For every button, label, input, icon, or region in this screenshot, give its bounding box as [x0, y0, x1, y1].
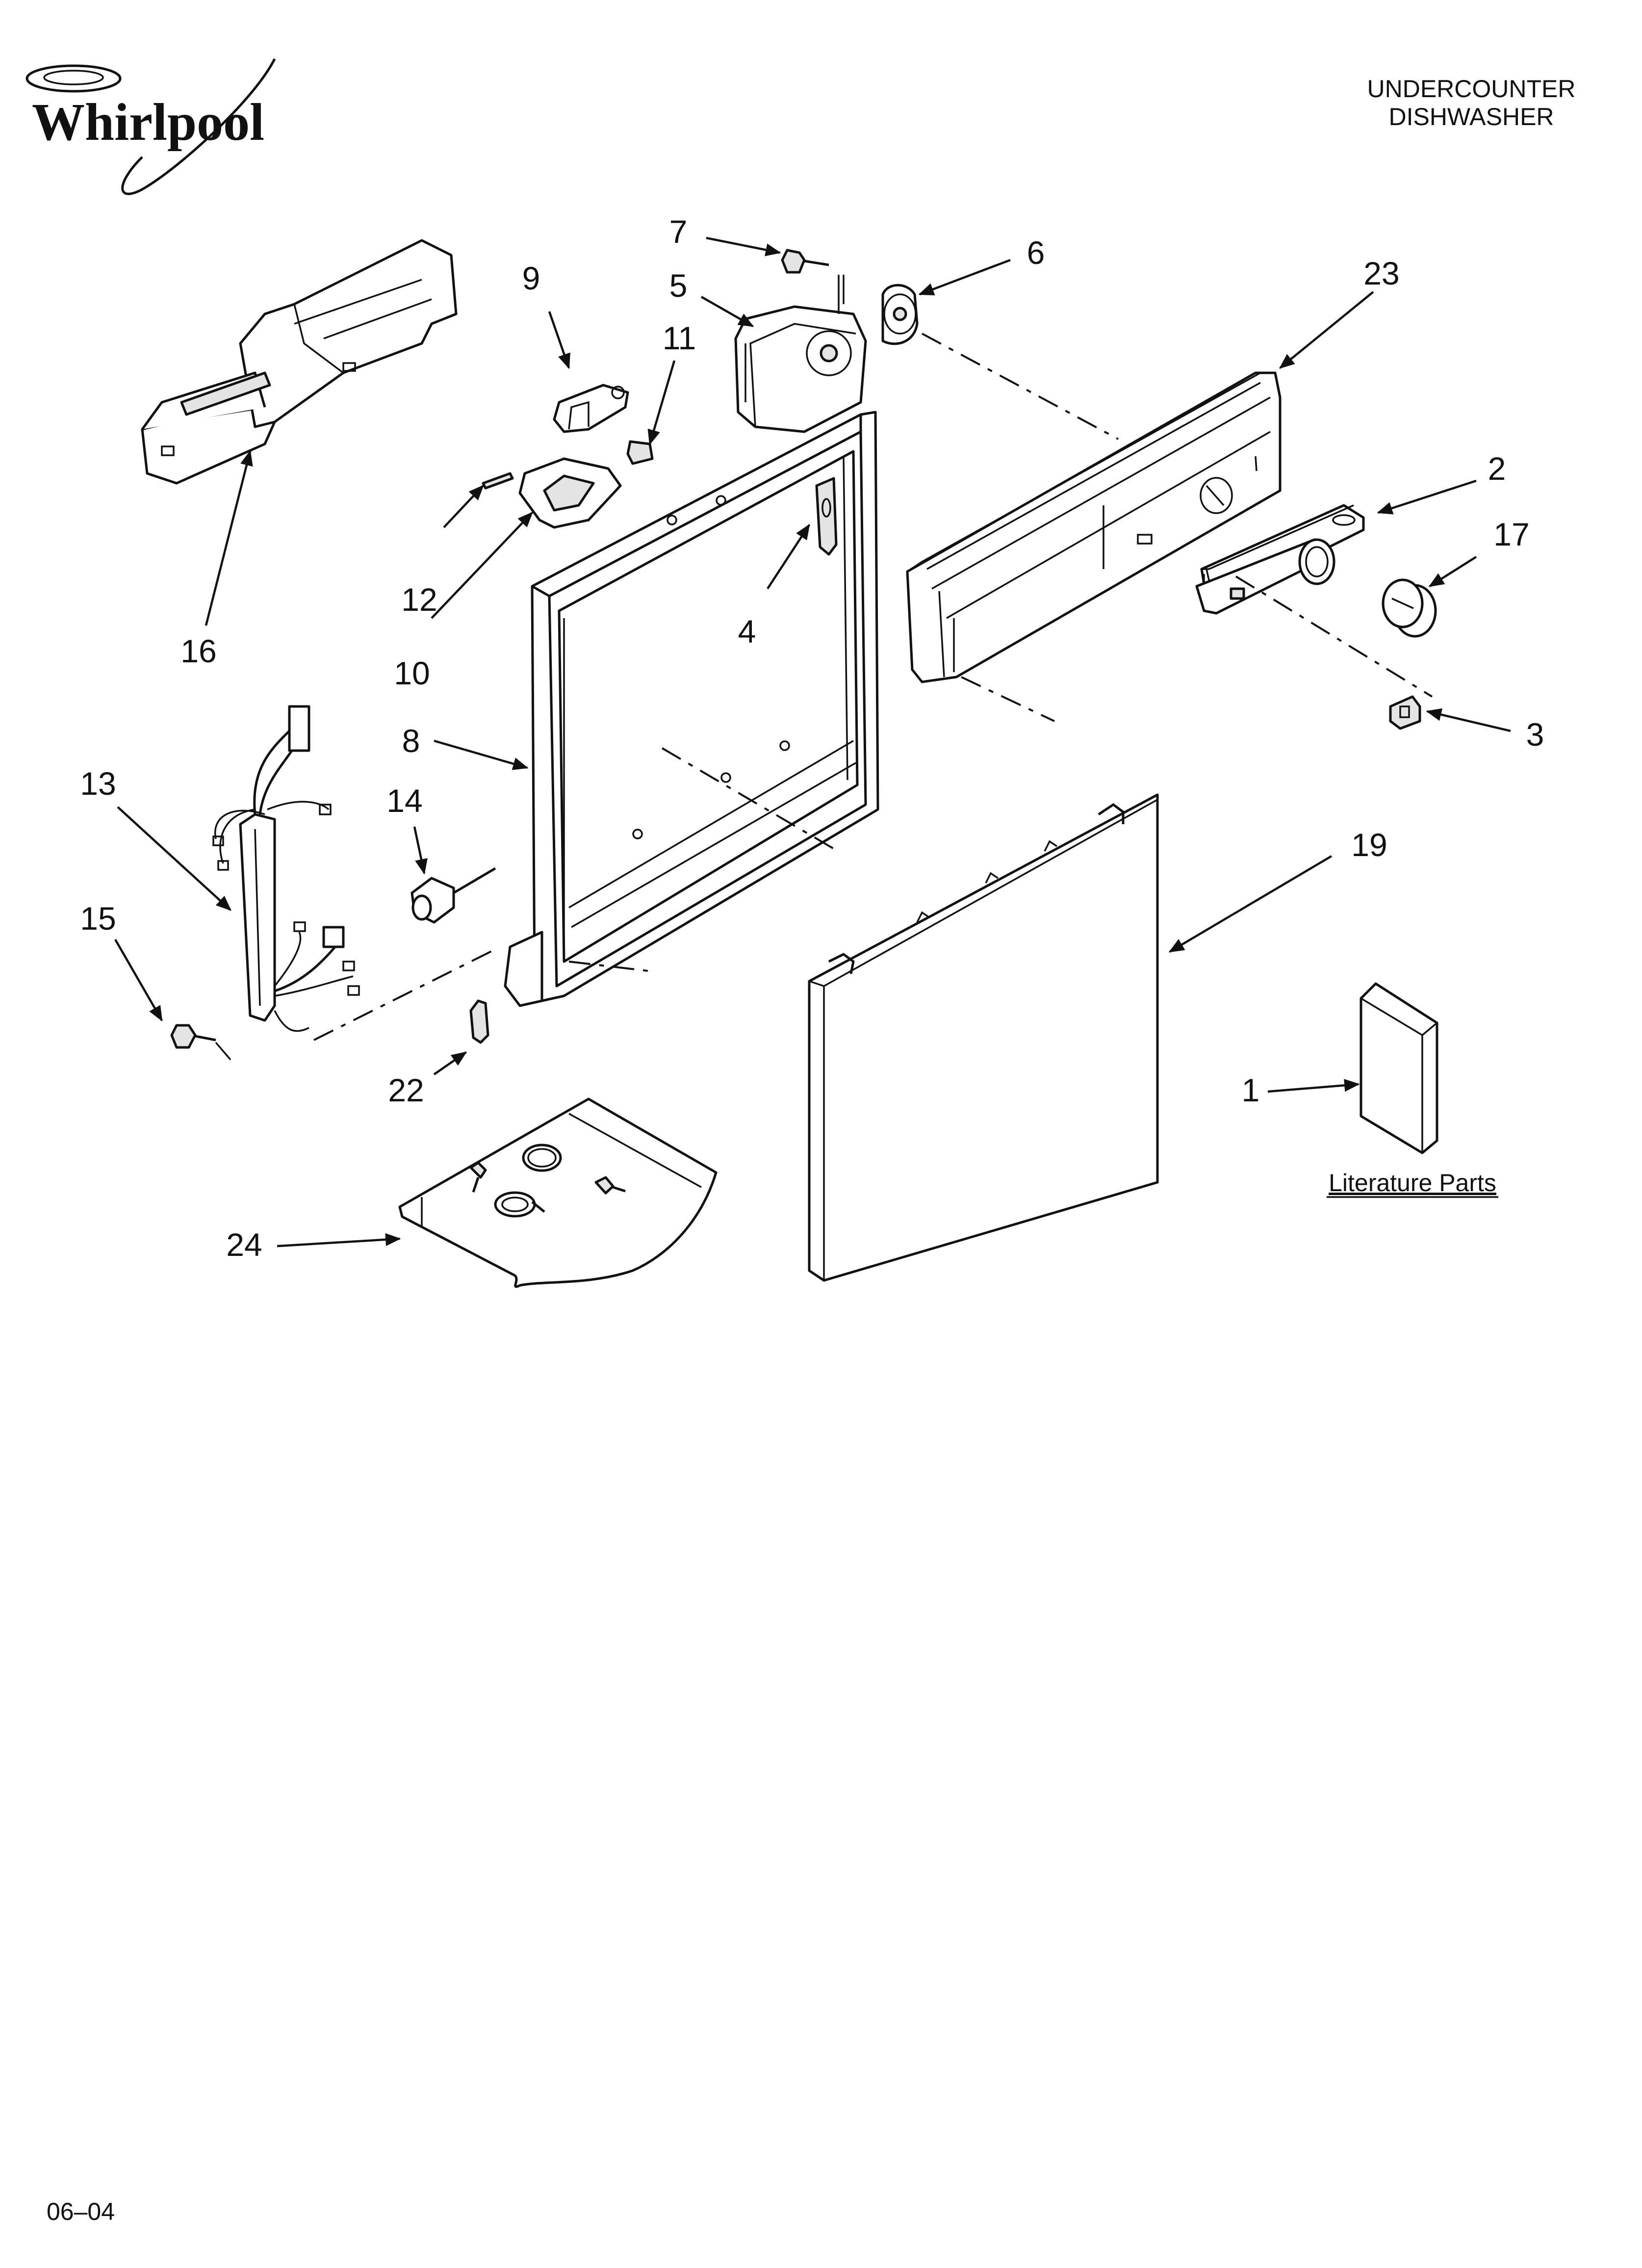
- part-7-timer-screw: [781, 249, 840, 314]
- callout-1: 1: [1242, 1072, 1260, 1108]
- part-16-console-housing: [141, 239, 458, 485]
- header-line-2: DISHWASHER: [1388, 103, 1554, 130]
- callout-3: 3: [1526, 716, 1544, 753]
- callout-22: 22: [388, 1072, 424, 1108]
- callout-4: 4: [738, 613, 756, 650]
- callout-17: 17: [1493, 516, 1529, 552]
- leader-5: [700, 296, 754, 327]
- footer-date-code: 06–04: [47, 2198, 115, 2225]
- part-23-control-panel: [906, 371, 1282, 683]
- part-19-outer-door-panel: [808, 793, 1159, 1282]
- callout-6: 6: [1027, 235, 1045, 271]
- part-10-switch-bracket: [518, 457, 622, 529]
- leader-arrows: [114, 236, 1511, 1248]
- leader-4: [767, 523, 810, 590]
- callout-labels: 7 5 6 23 9 11 12 10 16 4 2 17 3 8 13 14 …: [80, 213, 1544, 1263]
- part-22-clip: [469, 999, 489, 1044]
- leader-6: [918, 259, 1011, 296]
- callout-10: 10: [394, 655, 430, 691]
- part-12-clip: [482, 472, 514, 490]
- callout-12: 12: [401, 581, 437, 618]
- part-3-button: [1389, 695, 1421, 730]
- leader-24: [277, 1233, 401, 1248]
- leader-23: [1279, 291, 1374, 369]
- part-8-door-frame: [504, 411, 879, 1007]
- callout-15: 15: [80, 900, 116, 937]
- leader-12: [443, 485, 484, 528]
- part-13-wire-harness: [212, 705, 360, 1032]
- callout-16: 16: [180, 633, 216, 669]
- callout-7: 7: [669, 213, 688, 250]
- callout-11: 11: [663, 320, 696, 356]
- leader-11: [647, 360, 676, 445]
- logo-swirl-inner: [43, 70, 104, 85]
- logo-swirl-outer: [26, 64, 122, 93]
- logo-swoosh: [121, 58, 276, 195]
- part-14-sensor: [410, 867, 496, 924]
- leader-8: [434, 739, 529, 770]
- callout-13: 13: [80, 765, 116, 802]
- brand-wordmark: Whirlpool: [32, 93, 264, 152]
- header-line-1: UNDERCOUNTER: [1367, 75, 1576, 103]
- part-6-timer-knob: [881, 284, 919, 345]
- assembly-lines: [313, 275, 1433, 1041]
- leader-13: [117, 806, 231, 911]
- callout-24: 24: [226, 1226, 262, 1263]
- leader-15: [114, 938, 163, 1022]
- callout-5: 5: [669, 267, 688, 304]
- callout-23: 23: [1363, 255, 1399, 291]
- leader-7: [706, 236, 781, 257]
- leader-16: [205, 450, 253, 626]
- callout-8: 8: [402, 723, 420, 759]
- literature-parts-label: Literature Parts: [1329, 1169, 1496, 1197]
- callout-14: 14: [386, 782, 422, 819]
- part-17-knob: [1382, 578, 1437, 638]
- part-15-screw: [170, 1024, 231, 1061]
- leader-19: [1168, 855, 1333, 953]
- leader-14: [413, 826, 428, 875]
- part-9-switch: [553, 384, 629, 433]
- part-24-hardware-bag: [398, 1097, 718, 1288]
- leader-10: [431, 512, 533, 619]
- part-5-timer: [734, 305, 867, 433]
- part-11-switch-actuator: [626, 440, 654, 465]
- part-3-button-overlay: [1195, 538, 1335, 615]
- leader-17: [1428, 556, 1477, 587]
- leader-2: [1377, 479, 1477, 515]
- callout-2: 2: [1488, 450, 1506, 487]
- whirlpool-logo: Whirlpool: [26, 58, 276, 195]
- leader-1: [1267, 1079, 1360, 1093]
- leader-9: [548, 311, 570, 369]
- leader-3: [1426, 708, 1511, 732]
- callout-9: 9: [522, 260, 540, 296]
- leader-22: [433, 1051, 467, 1075]
- part-1-literature: [1360, 982, 1438, 1154]
- callout-19: 19: [1351, 827, 1387, 863]
